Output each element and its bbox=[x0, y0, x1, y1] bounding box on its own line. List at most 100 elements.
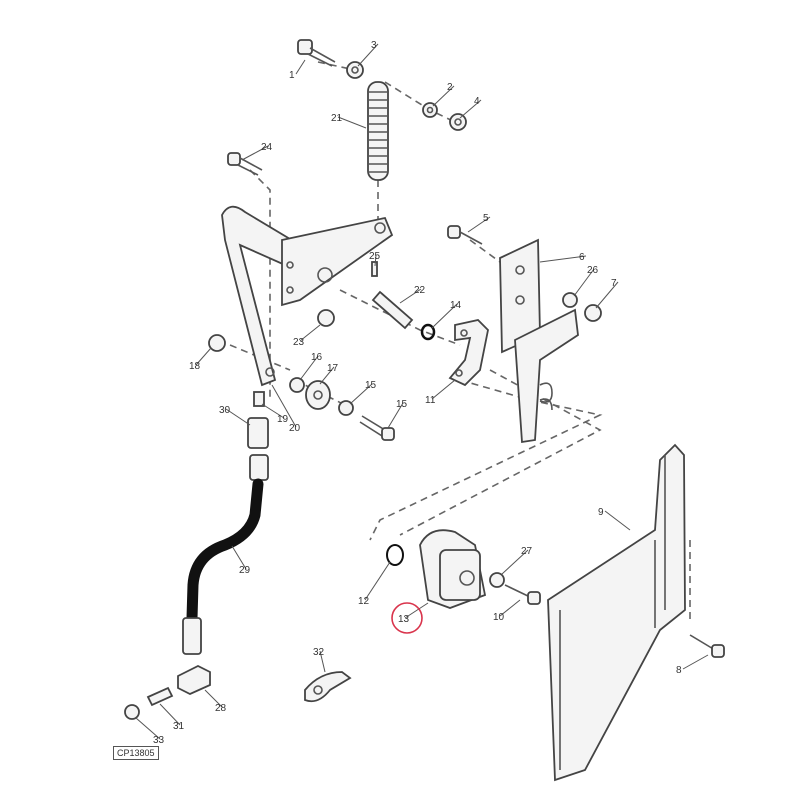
callout-leader-16 bbox=[299, 355, 319, 381]
callout-label-5: 5 bbox=[483, 213, 489, 224]
pedal-arm bbox=[221, 205, 394, 387]
callout-label-12: 12 bbox=[358, 596, 370, 607]
bracket-6 bbox=[499, 238, 579, 444]
callout-leader-8 bbox=[682, 654, 709, 670]
callout-label-17: 17 bbox=[327, 363, 339, 374]
callout-leader-6 bbox=[539, 255, 587, 263]
bracket-11 bbox=[448, 319, 489, 387]
plate-9 bbox=[547, 443, 686, 782]
callout-label-9: 9 bbox=[598, 507, 604, 518]
callout-leader-33 bbox=[135, 717, 161, 740]
nut-7 bbox=[584, 304, 602, 322]
callout-label-28: 28 bbox=[215, 703, 227, 714]
callout-label-33: 33 bbox=[153, 735, 165, 746]
reference-code-box: CP13805 bbox=[113, 746, 159, 760]
callout-leader-3 bbox=[357, 43, 379, 67]
callout-leader-30 bbox=[225, 408, 251, 426]
pin-25 bbox=[371, 261, 378, 277]
callout-label-27: 27 bbox=[521, 546, 533, 557]
bolt-8 bbox=[689, 634, 725, 658]
highlight-circle bbox=[391, 602, 423, 634]
washer-26 bbox=[562, 292, 578, 308]
callout-leader-11 bbox=[431, 379, 456, 400]
callout-label-31: 31 bbox=[173, 721, 185, 732]
callout-label-4: 4 bbox=[474, 96, 480, 107]
callout-label-6: 6 bbox=[579, 252, 585, 263]
callout-leader-31 bbox=[159, 703, 181, 726]
callout-leader-26 bbox=[573, 268, 595, 297]
callout-leader-32 bbox=[319, 650, 326, 673]
callout-leader-23 bbox=[299, 324, 321, 342]
bolt-15 bbox=[359, 415, 395, 441]
callout-leader-13 bbox=[404, 602, 429, 619]
callout-leader-15 bbox=[349, 383, 373, 405]
callout-label-3: 3 bbox=[371, 40, 377, 51]
callout-leader-2 bbox=[432, 85, 455, 107]
pin-22 bbox=[371, 290, 414, 330]
callout-leader-9 bbox=[604, 510, 631, 531]
callout-label-21: 21 bbox=[331, 113, 343, 124]
block-28 bbox=[177, 664, 211, 695]
cap-33 bbox=[124, 704, 140, 720]
callout-label-32: 32 bbox=[313, 647, 325, 658]
callout-label-13: 13 bbox=[398, 614, 410, 625]
bolt-10 bbox=[504, 584, 541, 605]
callout-leader-4 bbox=[459, 99, 482, 119]
callout-leader-20 bbox=[271, 384, 297, 428]
nut-23 bbox=[317, 309, 335, 327]
washer-15 bbox=[338, 400, 354, 416]
callout-label-14: 14 bbox=[450, 300, 462, 311]
callout-leader-10 bbox=[499, 599, 521, 617]
callout-label-15: 15 bbox=[365, 380, 377, 391]
callout-label-30: 30 bbox=[219, 405, 231, 416]
bolt-5 bbox=[447, 225, 483, 245]
callout-leader-7 bbox=[595, 281, 619, 309]
nut-3 bbox=[346, 61, 364, 79]
washer-16 bbox=[289, 377, 305, 393]
callout-label-22: 22 bbox=[414, 285, 426, 296]
callout-label-29: 29 bbox=[239, 565, 251, 576]
callout-label-16: 16 bbox=[311, 352, 323, 363]
callout-leaders bbox=[135, 43, 709, 740]
hose-29 bbox=[182, 454, 269, 655]
washer-2 bbox=[422, 102, 438, 118]
callout-leader-17 bbox=[319, 366, 335, 385]
callout-label-25: 25 bbox=[369, 251, 381, 262]
tool-32 bbox=[304, 671, 352, 703]
callout-leader-29 bbox=[231, 545, 247, 570]
callout-label-11: 11 bbox=[425, 395, 436, 406]
spring-21 bbox=[367, 81, 389, 181]
callout-leader-1 bbox=[295, 59, 306, 75]
callout-label-10: 10 bbox=[493, 612, 505, 623]
callout-label-24: 24 bbox=[261, 142, 273, 153]
callout-leader-25 bbox=[374, 254, 377, 267]
bolt-24 bbox=[227, 152, 263, 176]
callout-label-15: 15 bbox=[396, 399, 408, 410]
callout-label-26: 26 bbox=[587, 265, 599, 276]
fitting-19 bbox=[253, 391, 265, 407]
o-ring-12 bbox=[386, 544, 404, 566]
callout-label-20: 20 bbox=[289, 423, 301, 434]
callout-leader-28 bbox=[204, 689, 223, 708]
callout-leader-22 bbox=[399, 288, 422, 304]
callout-leader-27 bbox=[501, 549, 529, 575]
washer-27 bbox=[489, 572, 505, 588]
callout-leader-19 bbox=[261, 403, 285, 419]
o-ring-14 bbox=[420, 323, 436, 341]
callout-leader-15 bbox=[387, 402, 404, 429]
callout-label-2: 2 bbox=[447, 82, 453, 93]
bolt-1 bbox=[297, 39, 336, 67]
fitting-30 bbox=[247, 417, 269, 449]
callout-leader-21 bbox=[337, 116, 367, 129]
callout-leader-12 bbox=[364, 561, 391, 601]
callout-label-1: 1 bbox=[289, 70, 295, 81]
callout-leader-24 bbox=[241, 145, 269, 161]
callout-label-23: 23 bbox=[293, 337, 305, 348]
callout-label-18: 18 bbox=[189, 361, 201, 372]
callout-label-7: 7 bbox=[611, 278, 617, 289]
callout-leader-14 bbox=[431, 303, 458, 329]
roller-17 bbox=[305, 380, 331, 410]
